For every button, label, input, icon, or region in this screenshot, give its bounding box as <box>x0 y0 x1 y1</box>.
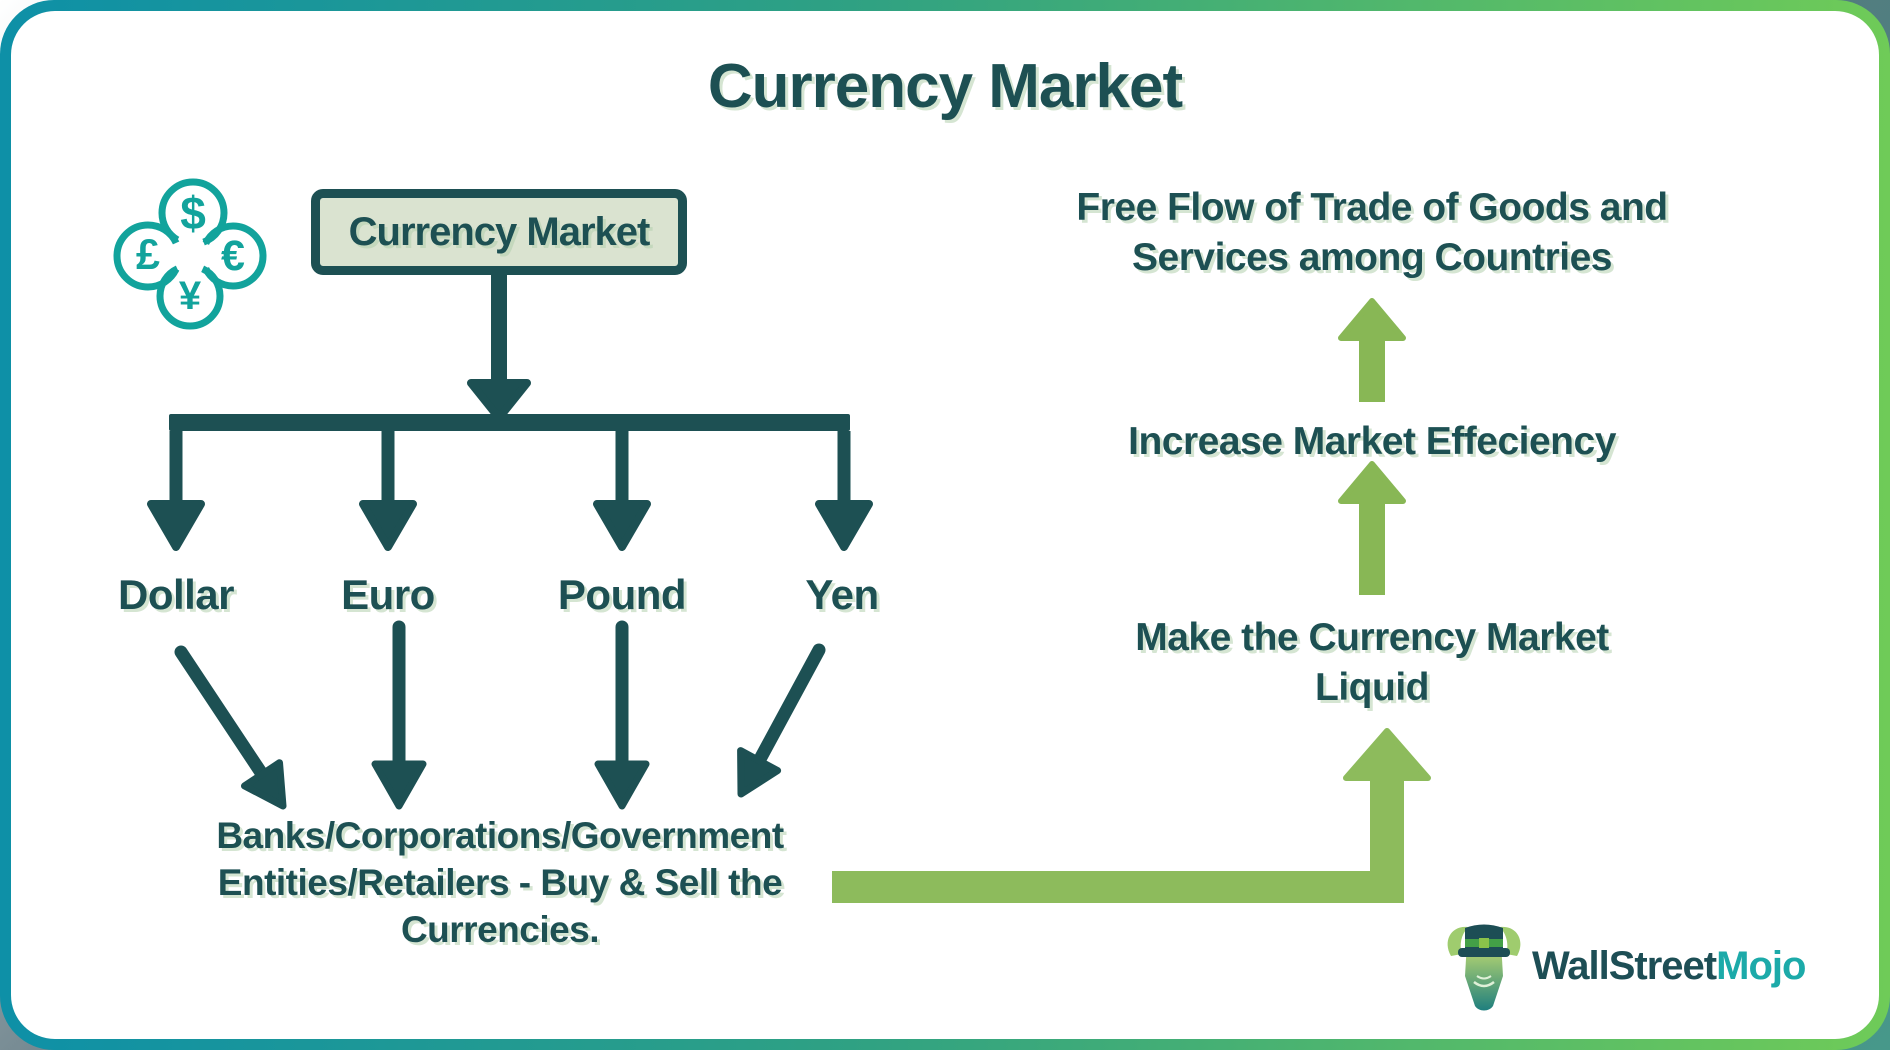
branch-label-yen: Yen <box>805 571 879 618</box>
card-background <box>11 11 1879 1039</box>
euro-symbol: € <box>221 232 245 280</box>
bull-face-line <box>1473 980 1495 988</box>
bull-left-horn <box>1447 926 1468 956</box>
liquidity-text: Make the Currency Market Liquid <box>1050 613 1694 713</box>
efficiency-text: Increase Market Effeciency <box>1128 420 1616 463</box>
page-title: Currency Market <box>707 52 1183 121</box>
wallstreetmojo-logo: WallStreetMojo <box>1532 944 1806 989</box>
liquidity-line-2: Liquid <box>1315 666 1429 709</box>
free-flow-text: Free Flow of Trade of Goods and Services… <box>1050 183 1694 283</box>
participants-line-1: Banks/Corporations/Government <box>216 815 784 856</box>
bull-head <box>1465 942 1503 1011</box>
participants-line-3: Currencies. <box>400 909 600 950</box>
yen-symbol: ¥ <box>178 274 202 318</box>
logo-text-wallstreet: WallStreet <box>1532 944 1717 988</box>
participants-line-2: Entities/Retailers - Buy & Sell the <box>217 862 783 903</box>
bull-hat-brim <box>1458 948 1510 957</box>
currency-market-box: Currency Market <box>311 189 687 275</box>
bull-face-line-2 <box>1476 975 1492 980</box>
bull-right-horn <box>1500 926 1521 956</box>
branch-label-euro: Euro <box>341 571 435 618</box>
free-flow-line-2: Services among Countries <box>1132 236 1613 279</box>
pound-symbol: £ <box>136 231 160 279</box>
bull-hat-buckle <box>1479 938 1489 948</box>
liquidity-line-1: Make the Currency Market <box>1135 616 1609 659</box>
logo-text-mojo: Mojo <box>1716 944 1806 988</box>
free-flow-line-1: Free Flow of Trade of Goods and <box>1076 186 1668 229</box>
dollar-symbol: $ <box>180 187 206 239</box>
participants-text: Banks/Corporations/Government Entities/R… <box>150 812 850 953</box>
bull-mascot-icon <box>1447 924 1521 1011</box>
currency-market-box-label: Currency Market <box>348 209 651 254</box>
branch-label-dollar: Dollar <box>117 571 235 618</box>
branch-label-pound: Pound <box>557 571 687 618</box>
